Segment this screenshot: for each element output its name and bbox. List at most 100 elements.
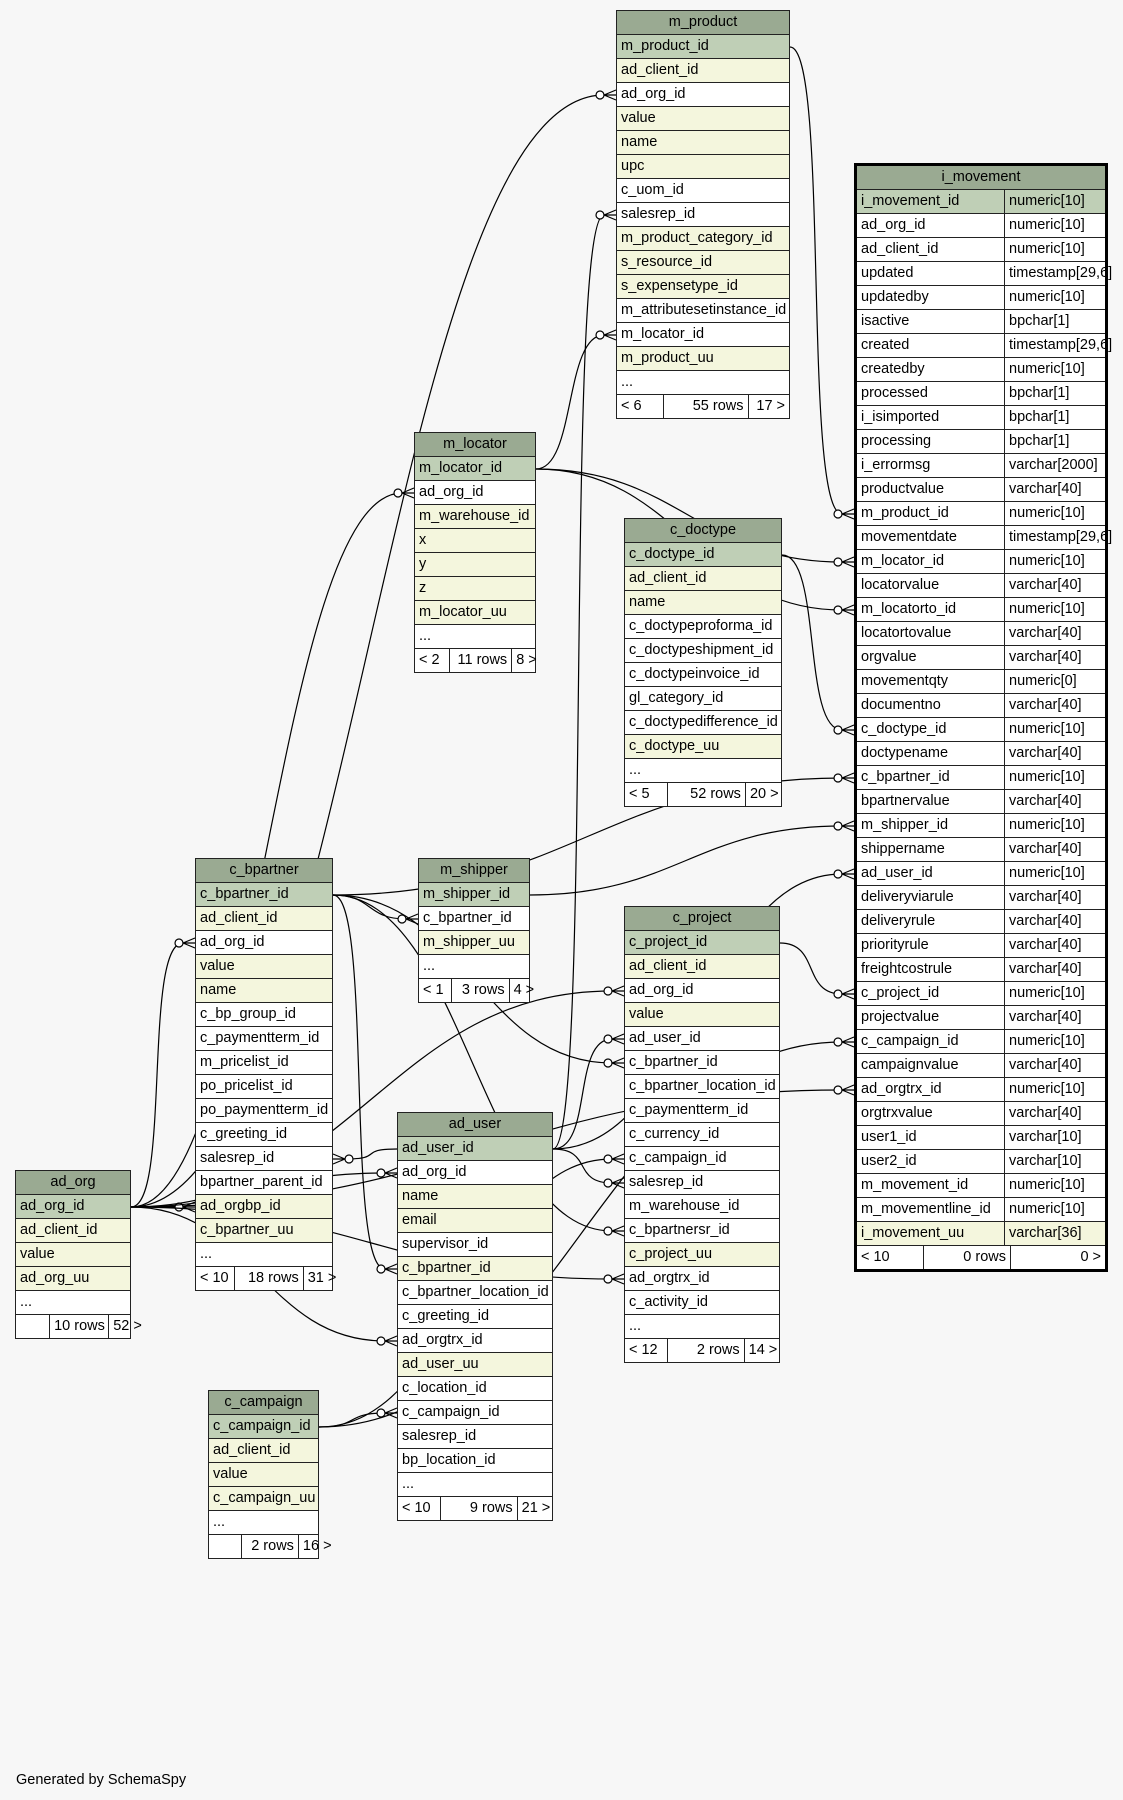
crows-foot-marker <box>611 985 625 997</box>
optional-marker <box>833 869 843 879</box>
column-type: timestamp[29,6] <box>1004 262 1112 285</box>
column-name: salesrep_id <box>402 1428 477 1444</box>
column-row: m_pricelist_id <box>196 1051 332 1075</box>
column-row: c_campaign_id <box>398 1401 552 1425</box>
column-row: ad_orgtrx_id <box>398 1329 552 1353</box>
column-type: varchar[10] <box>1004 1126 1105 1149</box>
column-name: ad_client_id <box>200 910 278 926</box>
column-name: salesrep_id <box>629 1174 704 1190</box>
column-name: m_attributesetinstance_id <box>621 302 787 318</box>
child-count: 14 > <box>743 1339 782 1362</box>
optional-marker <box>833 725 843 735</box>
column-row: c_uom_id <box>617 179 789 203</box>
column-name: upc <box>621 158 645 174</box>
column-type: varchar[40] <box>1004 838 1105 861</box>
column-type: numeric[0] <box>1004 670 1105 693</box>
column-type: numeric[10] <box>1004 1174 1105 1197</box>
column-name: c_uom_id <box>621 182 684 198</box>
column-name: ... <box>213 1514 226 1530</box>
column-type: bpchar[1] <box>1004 382 1105 405</box>
column-name: c_bpartnersr_id <box>629 1222 730 1238</box>
column-row: ad_org_uu <box>16 1267 130 1291</box>
column-row: gl_category_id <box>625 687 781 711</box>
column-name: created <box>861 337 910 353</box>
table-title: c_bpartner <box>196 859 332 883</box>
row-count: 52 rows <box>667 783 745 806</box>
column-name: ... <box>629 762 642 778</box>
column-type: varchar[40] <box>1004 742 1105 765</box>
column-type: numeric[10] <box>1004 766 1105 789</box>
column-name: locatortovalue <box>861 625 952 641</box>
crows-foot-marker <box>841 772 855 784</box>
column-row: s_resource_id <box>617 251 789 275</box>
column-row: m_locator_id <box>617 323 789 347</box>
optional-marker <box>833 557 843 567</box>
column-name: ad_client_id <box>629 958 707 974</box>
row-count: 0 rows <box>923 1246 1010 1269</box>
child-count: 0 > <box>1010 1246 1105 1269</box>
column-name: c_project_id <box>861 985 940 1001</box>
column-row: c_doctype_id <box>625 543 781 567</box>
optional-marker <box>397 914 407 924</box>
crows-foot-marker <box>603 329 617 341</box>
column-name: productvalue <box>861 481 945 497</box>
column-name: c_bpartner_uu <box>200 1222 294 1238</box>
column-name: ad_client_id <box>861 241 939 257</box>
column-name: c_bpartner_id <box>629 1054 718 1070</box>
column-row: ad_org_id <box>196 931 332 955</box>
column-row: ad_client_id <box>209 1439 318 1463</box>
column-name: c_doctype_id <box>861 721 947 737</box>
optional-marker <box>595 210 605 220</box>
column-row: x <box>415 529 535 553</box>
crows-foot-marker <box>841 868 855 880</box>
crows-foot-marker <box>384 1335 398 1347</box>
table-title: ad_org <box>16 1171 130 1195</box>
column-name: locatorvalue <box>861 577 940 593</box>
column-row: c_bpartner_id <box>196 883 332 907</box>
optional-marker <box>833 821 843 831</box>
crows-foot-marker <box>384 1167 398 1179</box>
column-row: bp_location_id <box>398 1449 552 1473</box>
optional-marker <box>595 90 605 100</box>
table-title: m_locator <box>415 433 535 457</box>
column-name: name <box>402 1188 439 1204</box>
column-name: c_bpartner_id <box>861 769 950 785</box>
column-row: c_doctype_uu <box>625 735 781 759</box>
column-row: ad_user_uu <box>398 1353 552 1377</box>
parent-count <box>209 1535 241 1558</box>
column-type: numeric[10] <box>1004 1198 1105 1221</box>
column-type: varchar[40] <box>1004 646 1105 669</box>
column-row: user1_id varchar[10] <box>857 1126 1105 1150</box>
column-name: isactive <box>861 313 910 329</box>
column-name: m_locator_id <box>419 460 503 476</box>
column-name: c_bpartner_id <box>200 886 289 902</box>
crows-foot-marker <box>611 1273 625 1285</box>
optional-marker <box>393 488 403 498</box>
column-name: y <box>419 556 427 572</box>
optional-marker <box>603 1226 613 1236</box>
column-name: user1_id <box>861 1129 917 1145</box>
column-name: value <box>213 1466 248 1482</box>
column-row: ... <box>419 955 529 979</box>
column-row: salesrep_id <box>617 203 789 227</box>
column-name: freightcostrule <box>861 961 953 977</box>
optional-marker <box>833 1037 843 1047</box>
crows-foot-marker <box>841 724 855 736</box>
column-name: c_doctypeinvoice_id <box>629 666 760 682</box>
column-name: bpartner_parent_id <box>200 1174 323 1190</box>
column-row: c_bpartner_uu <box>196 1219 332 1243</box>
